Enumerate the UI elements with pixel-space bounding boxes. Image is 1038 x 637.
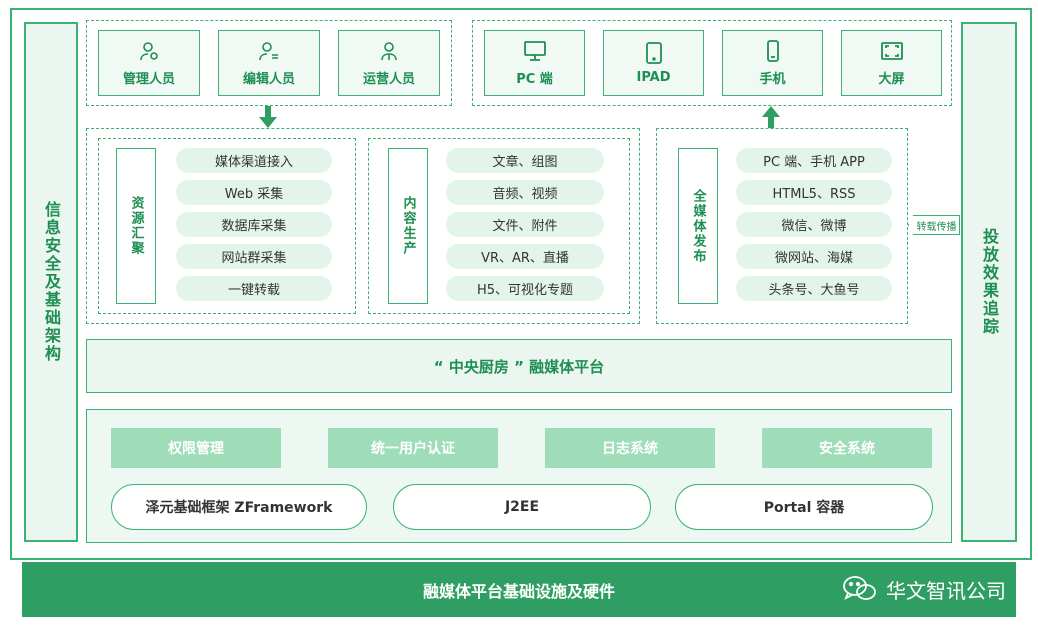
list-item: Web 采集	[176, 180, 332, 205]
right-side-panel: 投放效果追踪	[961, 22, 1017, 542]
list-item: 媒体渠道接入	[176, 148, 332, 173]
phone-icon	[766, 39, 779, 62]
user-card-label: 编辑人员	[242, 71, 295, 87]
users-group	[86, 20, 452, 106]
infrastructure-label: 融媒体平台基础设施及硬件	[422, 581, 615, 601]
device-card-label: 手机	[759, 71, 786, 87]
list-item: 音频、视频	[446, 180, 604, 205]
list-item: 微网站、海媒	[736, 244, 892, 269]
device-card-pc: PC 端	[484, 30, 585, 96]
framework-pill: J2EE	[393, 484, 651, 530]
system-box: 统一用户认证	[328, 428, 498, 468]
user-card-editor: 编辑人员	[218, 30, 320, 96]
monitor-icon	[523, 40, 546, 61]
list-item: 数据库采集	[176, 212, 332, 237]
device-card-label: IPAD	[636, 69, 671, 85]
list-item: 头条号、大鱼号	[736, 276, 892, 301]
list-item: 一键转载	[176, 276, 332, 301]
group-title-text: 资源汇聚	[128, 196, 144, 256]
left-side-label: 信息安全及基础架构	[42, 201, 61, 363]
repost-tag: 转载传播	[908, 215, 960, 235]
watermark-text: 华文智讯公司	[886, 578, 1006, 603]
outer-frame	[10, 8, 1032, 560]
watermark: 华文智讯公司	[842, 574, 1006, 604]
repost-label: 转载传播	[916, 221, 957, 233]
resource-group-title: 资源汇聚	[116, 148, 156, 304]
publish-group-title: 全媒体发布	[678, 148, 718, 304]
up-arrow-icon	[762, 106, 780, 128]
device-card-big-screen: 大屏	[841, 30, 942, 96]
middle-groups-container	[86, 128, 640, 324]
system-box: 安全系统	[762, 428, 932, 468]
tablet-icon	[645, 41, 662, 64]
user-card-admin: 管理人员	[98, 30, 200, 96]
resource-group	[98, 138, 356, 314]
list-item: 微信、微博	[736, 212, 892, 237]
device-card-label: PC 端	[516, 71, 553, 87]
content-group	[368, 138, 630, 314]
device-card-phone: 手机	[722, 30, 823, 96]
right-side-label: 投放效果追踪	[980, 228, 999, 336]
list-item: 文件、附件	[446, 212, 604, 237]
devices-group	[472, 20, 952, 106]
platform-label: “ 中央厨房 ” 融媒体平台	[433, 357, 605, 376]
user-edit-icon	[259, 41, 278, 60]
framework-pill: 泽元基础框架 ZFramework	[111, 484, 367, 530]
user-group-icon	[381, 41, 397, 60]
left-side-panel: 信息安全及基础架构	[24, 22, 78, 542]
group-title-text: 全媒体发布	[690, 188, 706, 264]
group-title-text: 内容生产	[400, 196, 416, 256]
user-card-label: 运营人员	[362, 71, 415, 87]
system-box: 权限管理	[111, 428, 281, 468]
infrastructure-band: 融媒体平台基础设施及硬件	[22, 562, 1016, 617]
list-item: VR、AR、直播	[446, 244, 604, 269]
framework-pill: Portal 容器	[675, 484, 933, 530]
device-card-label: 大屏	[878, 71, 905, 87]
platform-band: “ 中央厨房 ” 融媒体平台	[86, 339, 952, 393]
system-box: 日志系统	[545, 428, 715, 468]
wechat-icon	[843, 576, 876, 600]
device-card-ipad: IPAD	[603, 30, 704, 96]
user-card-label: 管理人员	[122, 71, 175, 87]
down-arrow-icon	[259, 106, 277, 128]
publish-group	[656, 128, 908, 324]
big-screen-icon	[880, 41, 903, 60]
list-item: 网站群采集	[176, 244, 332, 269]
content-group-title: 内容生产	[388, 148, 428, 304]
list-item: PC 端、手机 APP	[736, 148, 892, 173]
list-item: HTML5、RSS	[736, 180, 892, 205]
user-card-operator: 运营人员	[338, 30, 440, 96]
list-item: H5、可视化专题	[446, 276, 604, 301]
user-settings-icon	[140, 41, 158, 60]
list-item: 文章、组图	[446, 148, 604, 173]
